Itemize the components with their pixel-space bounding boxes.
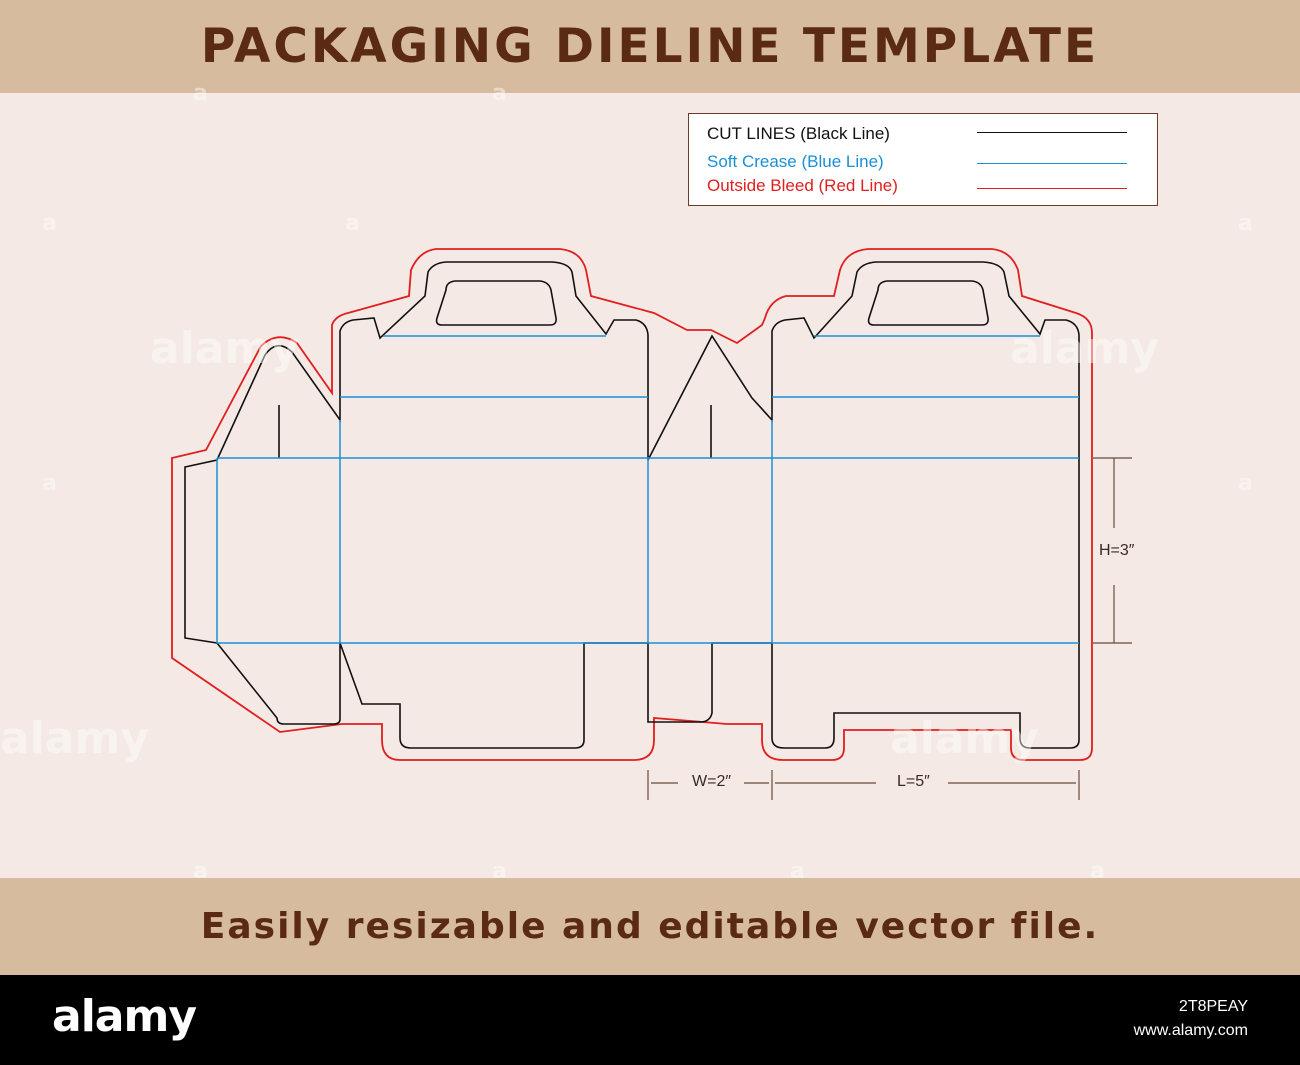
legend-bleed-label: Outside Bleed (Red Line) xyxy=(707,176,898,195)
line-legend: CUT LINES (Black Line) Soft Crease (Blue… xyxy=(688,113,1158,206)
watermark-letter-11: a xyxy=(1090,859,1105,884)
watermark-letter-10: a xyxy=(790,859,805,884)
watermark-letter-5: a xyxy=(1238,211,1253,236)
watermark-letter-6: a xyxy=(42,471,57,496)
dimension-lines xyxy=(647,457,1132,800)
legend-bleed-line xyxy=(977,188,1127,189)
footer-tagline: Easily resizable and editable vector fil… xyxy=(200,906,1100,947)
right-handle-hole xyxy=(867,280,989,326)
legend-cut-label: CUT LINES (Black Line) xyxy=(707,124,890,143)
header-banner: PACKAGING DIELINE TEMPLATE xyxy=(0,0,1300,93)
watermark-bottom-center: alamy xyxy=(890,713,1039,764)
stock-image-id: 2T8PEAY xyxy=(1178,998,1248,1015)
watermark-right: alamy xyxy=(1010,323,1159,374)
stock-site-url: www.alamy.com xyxy=(1133,1022,1248,1039)
left-handle-hole xyxy=(435,280,557,326)
stock-logo: alamy xyxy=(52,991,197,1042)
watermark-letter-4: a xyxy=(345,211,360,236)
watermark-letter-7: a xyxy=(1238,471,1253,496)
stock-bar: alamy 2T8PEAY www.alamy.com xyxy=(0,975,1300,1065)
watermark-letter-2: a xyxy=(492,81,507,106)
watermark-letter-9: a xyxy=(492,859,507,884)
watermark-bottom-left: alamy xyxy=(0,713,149,764)
legend-crease-label: Soft Crease (Blue Line) xyxy=(707,152,884,171)
watermark-letter-1: a xyxy=(193,81,208,106)
stock-image-info: 2T8PEAY www.alamy.com xyxy=(1134,995,1248,1043)
dieline-drawing xyxy=(171,248,1132,800)
cut-outline xyxy=(184,261,1080,749)
legend-cut-line xyxy=(977,132,1127,133)
width-dimension-label: W=2″ xyxy=(692,773,732,790)
watermark-letter-3: a xyxy=(42,211,57,236)
footer-banner: Easily resizable and editable vector fil… xyxy=(0,878,1300,975)
crease-lines xyxy=(216,335,1079,644)
watermark-letter-8: a xyxy=(193,859,208,884)
dieline-canvas: H=3″ W=2″ L=5″ alamy alamy alamy alamy a… xyxy=(0,81,1300,884)
length-dimension-label: L=5″ xyxy=(897,773,930,790)
height-dimension-label: H=3″ xyxy=(1099,542,1135,559)
watermark-left: alamy xyxy=(150,323,299,374)
legend-crease-line xyxy=(977,163,1127,164)
bleed-outline xyxy=(171,248,1093,761)
page-title: PACKAGING DIELINE TEMPLATE xyxy=(200,19,1100,74)
